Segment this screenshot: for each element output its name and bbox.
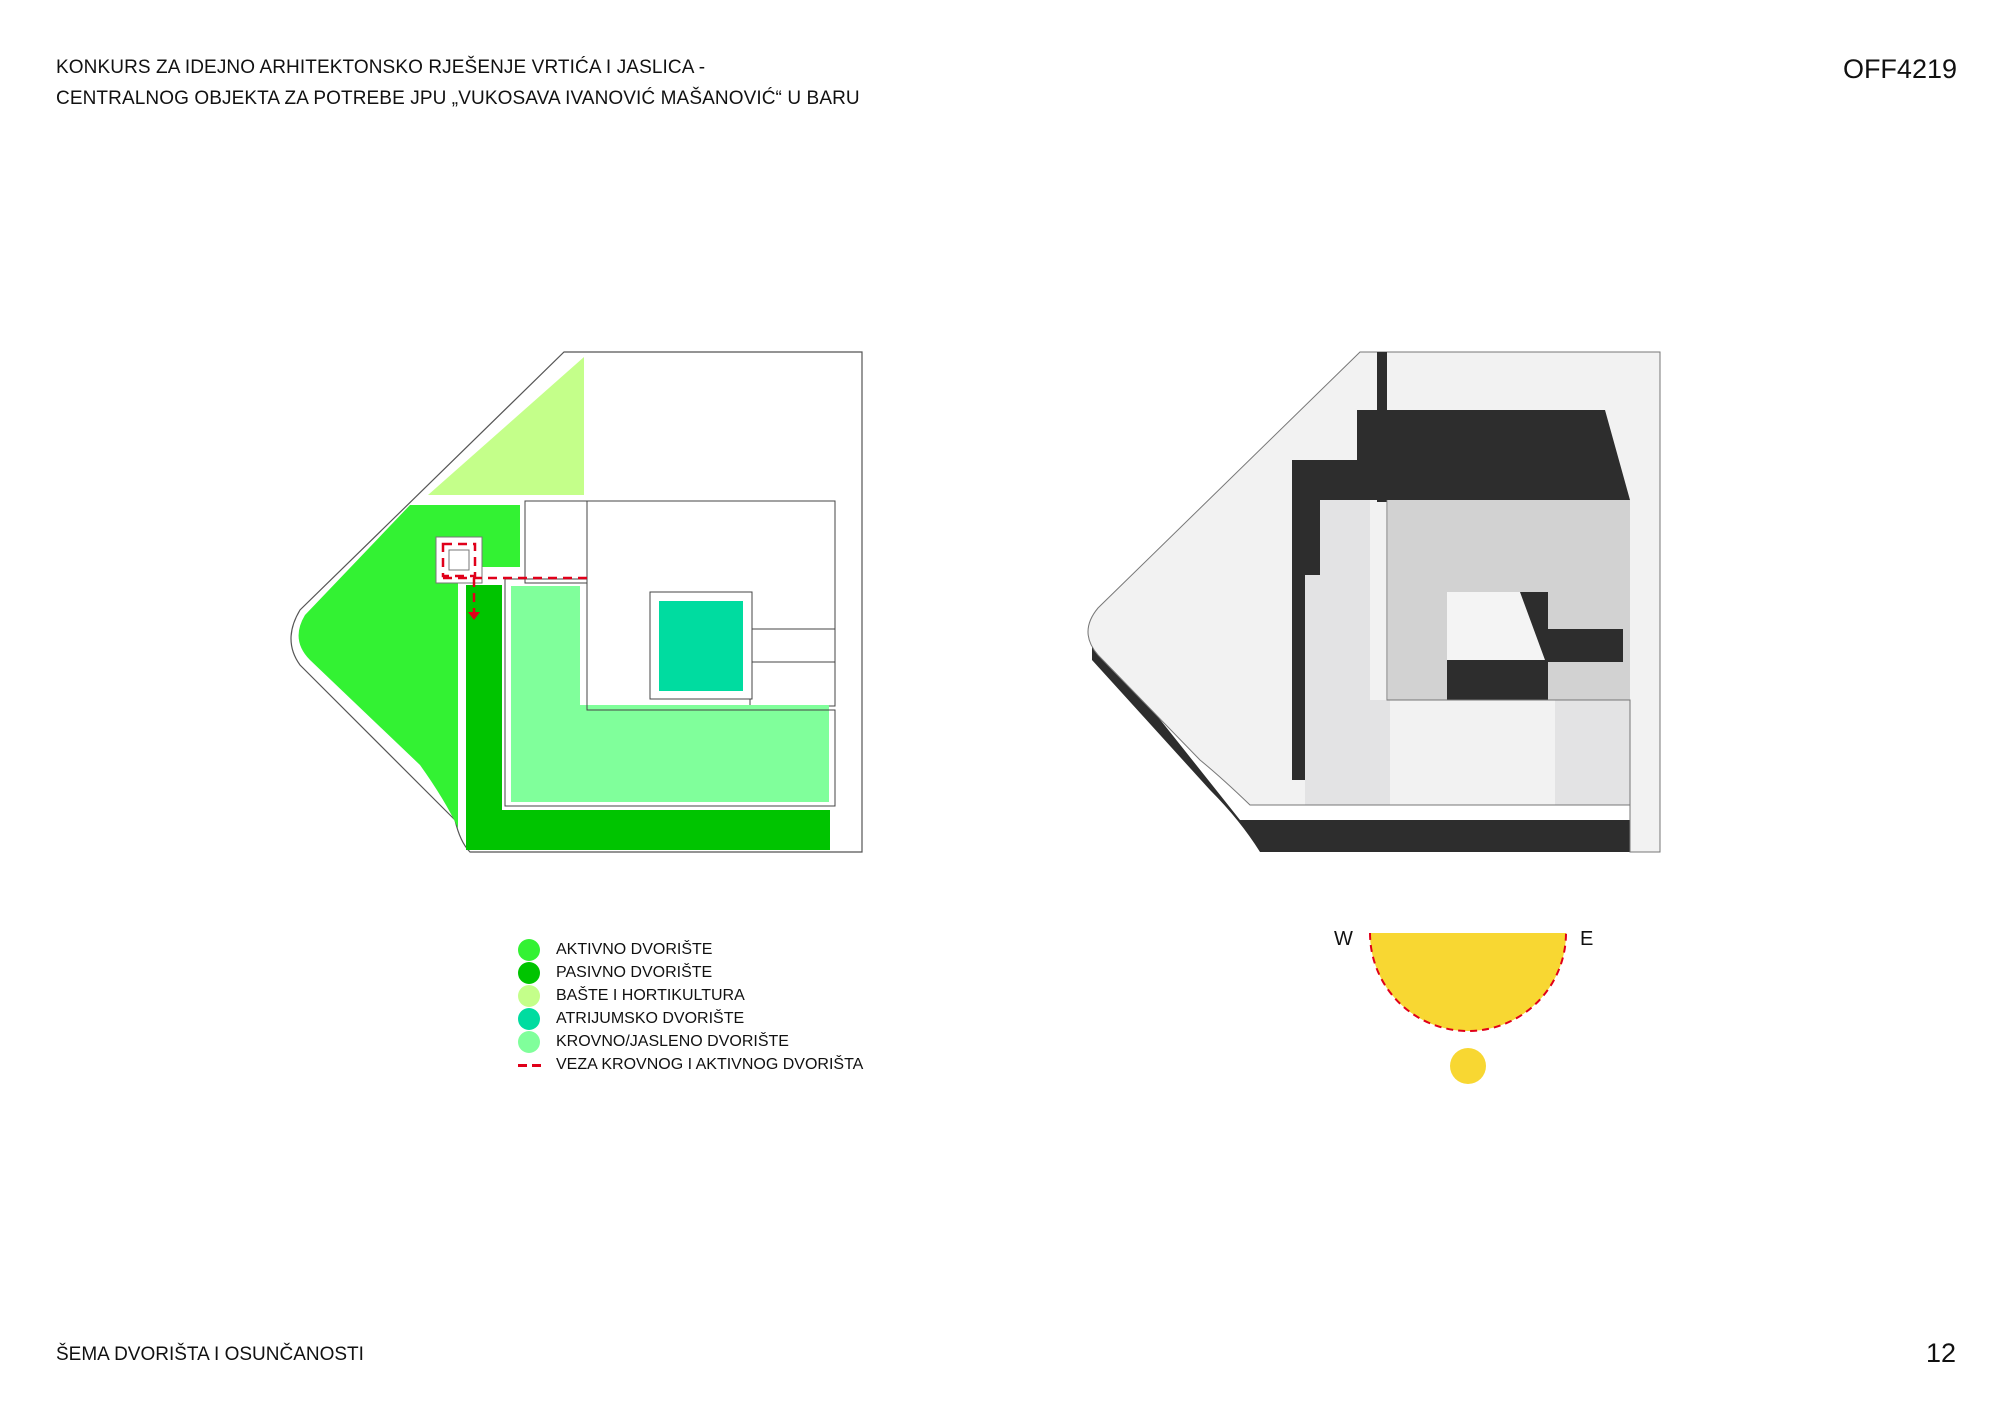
legend-label: VEZA KROVNOG I AKTIVNOG DVORIŠTA [556,1055,864,1073]
zone-passive-courtyard [466,585,830,850]
legend-swatch-active [518,938,540,961]
building-wing-2 [749,661,836,707]
massing-dark-edge [1377,352,1387,502]
zone-active-courtyard [298,505,520,828]
legend-item: BAŠTE I HORTIKULTURA [518,984,745,1007]
header-title-line-2: CENTRALNOG OBJEKTA ZA POTREBE JPU „VUKOS… [56,88,860,109]
footer-title: ŠEMA DVORIŠTA I OSUNČANOSTI [56,1344,364,1365]
connection-path [441,542,587,612]
legend-item: KROVNO/JASLENO DVORIŠTE [518,1030,789,1053]
competition-code: OFF4219 [1842,54,1957,84]
legend-swatch-passive [518,961,540,984]
sun-path-arc [1370,933,1566,1031]
compass-east-label: E [1580,928,1594,950]
stair-tower-inner [448,549,470,571]
massing-atrium-shadow-bottom [1447,660,1548,700]
compass-west-label: W [1334,928,1353,950]
legend-dash-connection [518,1054,544,1076]
legend-swatch-atrium [518,1007,540,1030]
legend-item: VEZA KROVNOG I AKTIVNOG DVORIŠTA [518,1053,863,1076]
zone-gardens [428,357,584,495]
zone-roof-courtyard [511,586,829,802]
massing-atrium-shadow-side [1520,592,1548,700]
legend-label: BAŠTE I HORTIKULTURA [556,986,745,1004]
massing-dark-north [1357,410,1630,500]
legend-item: PASIVNO DVORIŠTE [518,961,712,984]
massing-wing-shadow [1548,629,1623,662]
massing-atrium-void [1447,592,1545,660]
legend-swatch-gardens [518,984,540,1007]
legend-label: PASIVNO DVORIŠTE [556,963,713,981]
page-number: 12 [1925,1338,1956,1368]
legend-label: KROVNO/JASLENO DVORIŠTE [556,1032,789,1050]
massing-edge-line [1386,500,1631,820]
connection-arrow [468,612,480,620]
massing-dark-west [1292,460,1370,780]
header-title-line-1: KONKURS ZA IDEJNO ARHITEKTONSKO RJEŠENJE… [56,57,706,78]
legend-label: ATRIJUMSKO DVORIŠTE [556,1009,745,1027]
site-shadow [1092,634,1630,852]
zone-atrium-courtyard [659,601,743,691]
legend: AKTIVNO DVORIŠTE PASIVNO DVORIŠTE BAŠTE … [518,938,863,1076]
sun-icon [1450,1048,1486,1084]
legend-swatch-roof [518,1030,540,1053]
legend-label: AKTIVNO DVORIŠTE [556,940,713,958]
massing-roof-light [1305,500,1630,805]
legend-item: AKTIVNO DVORIŠTE [518,938,712,961]
legend-item: ATRIJUMSKO DVORIŠTE [518,1007,744,1030]
